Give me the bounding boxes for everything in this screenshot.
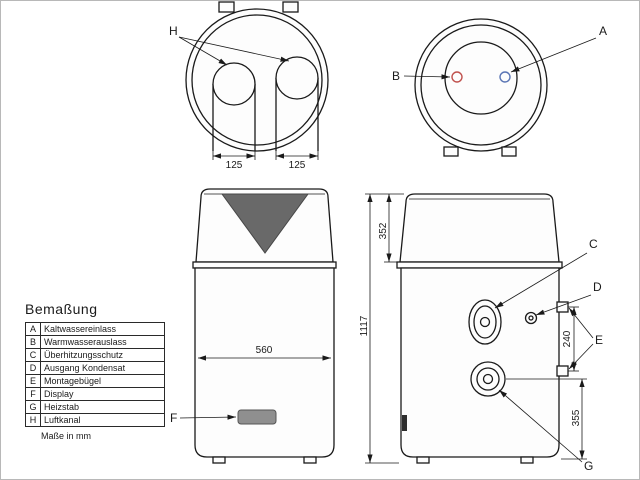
dim-bracket-spacing: 240 — [562, 330, 573, 347]
leader-a — [510, 37, 597, 73]
leader-c — [494, 252, 588, 309]
legend-key: B — [25, 335, 41, 349]
mount-tab-icon — [282, 1, 299, 13]
air-duct-left — [212, 62, 256, 106]
callout-c: C — [589, 237, 598, 251]
body-outline — [400, 267, 560, 458]
legend-label: Montagebügel — [40, 374, 165, 388]
mounting-bracket-bottom — [556, 365, 569, 377]
top-view-connections: A B — [392, 18, 607, 157]
legend-row: F Display — [25, 387, 165, 401]
legend-row: C Überhitzungsschutz — [25, 348, 165, 362]
display-panel — [237, 409, 277, 425]
leader-b — [403, 74, 451, 80]
legend-label: Überhitzungsschutz — [40, 348, 165, 362]
legend-key: F — [25, 387, 41, 401]
legend-row: B Warmwasserauslass — [25, 335, 165, 349]
legend-label: Luftkanal — [40, 413, 165, 427]
legend-key: D — [25, 361, 41, 375]
leader-d — [535, 294, 592, 316]
legend-note: Maße in mm — [41, 431, 92, 441]
dim-duct-left: 125 — [226, 160, 243, 171]
callout-b: B — [392, 69, 400, 83]
legend-row: G Heizstab — [25, 400, 165, 414]
leader-g — [498, 389, 583, 463]
front-view: 560 F — [170, 188, 337, 464]
callout-h: H — [169, 24, 178, 38]
side-view: 352 1117 240 355 C D E G — [359, 193, 603, 473]
tank-top-inner — [191, 14, 323, 146]
mount-tab-icon — [218, 1, 235, 13]
legend-row: D Ausgang Kondensat — [25, 361, 165, 375]
legend-key: G — [25, 400, 41, 414]
legend-label: Heizstab — [40, 400, 165, 414]
tank-top-outer — [414, 18, 548, 152]
tank-top-outer — [185, 8, 329, 152]
foot — [303, 456, 317, 464]
legend-key: H — [25, 413, 41, 427]
leader-f — [179, 414, 237, 420]
dim-heater-height: 355 — [571, 409, 582, 426]
legend-label: Ausgang Kondensat — [40, 361, 165, 375]
callout-f: F — [170, 411, 177, 425]
callout-e: E — [595, 333, 603, 347]
callout-a: A — [599, 24, 607, 38]
leader-h-left — [178, 36, 228, 66]
foot — [520, 456, 534, 464]
foot — [212, 456, 226, 464]
mount-tab-icon — [501, 146, 517, 157]
hood-outline — [399, 193, 560, 263]
condensate-outlet-port — [524, 311, 538, 325]
mount-tab-icon — [443, 146, 459, 157]
foot — [416, 456, 430, 464]
leader-h-right — [178, 36, 290, 62]
vent-slot — [402, 415, 407, 431]
legend-label: Kaltwassereinlass — [40, 322, 165, 336]
flange-band — [396, 261, 563, 269]
top-view-air-ducts: H 125 125 — [169, 1, 329, 171]
legend-label: Warmwasserauslass — [40, 335, 165, 349]
legend-title: Bemaßung — [25, 301, 98, 317]
legend-table: A Kaltwassereinlass B Warmwasserauslass … — [25, 322, 165, 427]
air-intake-triangle — [221, 193, 309, 254]
legend-row: A Kaltwassereinlass — [25, 322, 165, 336]
dim-duct-right: 125 — [289, 160, 306, 171]
legend-key: A — [25, 322, 41, 336]
leader-e-bottom — [568, 343, 594, 370]
air-duct-right — [275, 56, 319, 100]
legend-key: E — [25, 374, 41, 388]
leader-e-top — [568, 307, 594, 339]
warm-water-outlet-port — [451, 71, 463, 83]
heating-element-port — [470, 361, 506, 397]
legend-label: Display — [40, 387, 165, 401]
dim-front-width: 560 — [256, 345, 273, 356]
legend-row: E Montagebügel — [25, 374, 165, 388]
dim-total-height: 1117 — [359, 315, 370, 336]
body-outline — [194, 267, 335, 458]
callout-g: G — [584, 459, 593, 473]
tank-top-inner — [420, 24, 542, 146]
callout-d: D — [593, 280, 602, 294]
legend: Bemaßung A Kaltwassereinlass B Warmwasse… — [25, 301, 165, 441]
cold-water-inlet-port — [499, 71, 511, 83]
legend-key: C — [25, 348, 41, 362]
legend-row: H Luftkanal — [25, 413, 165, 427]
dim-hood-height: 352 — [378, 222, 389, 239]
flange-band — [192, 261, 337, 269]
